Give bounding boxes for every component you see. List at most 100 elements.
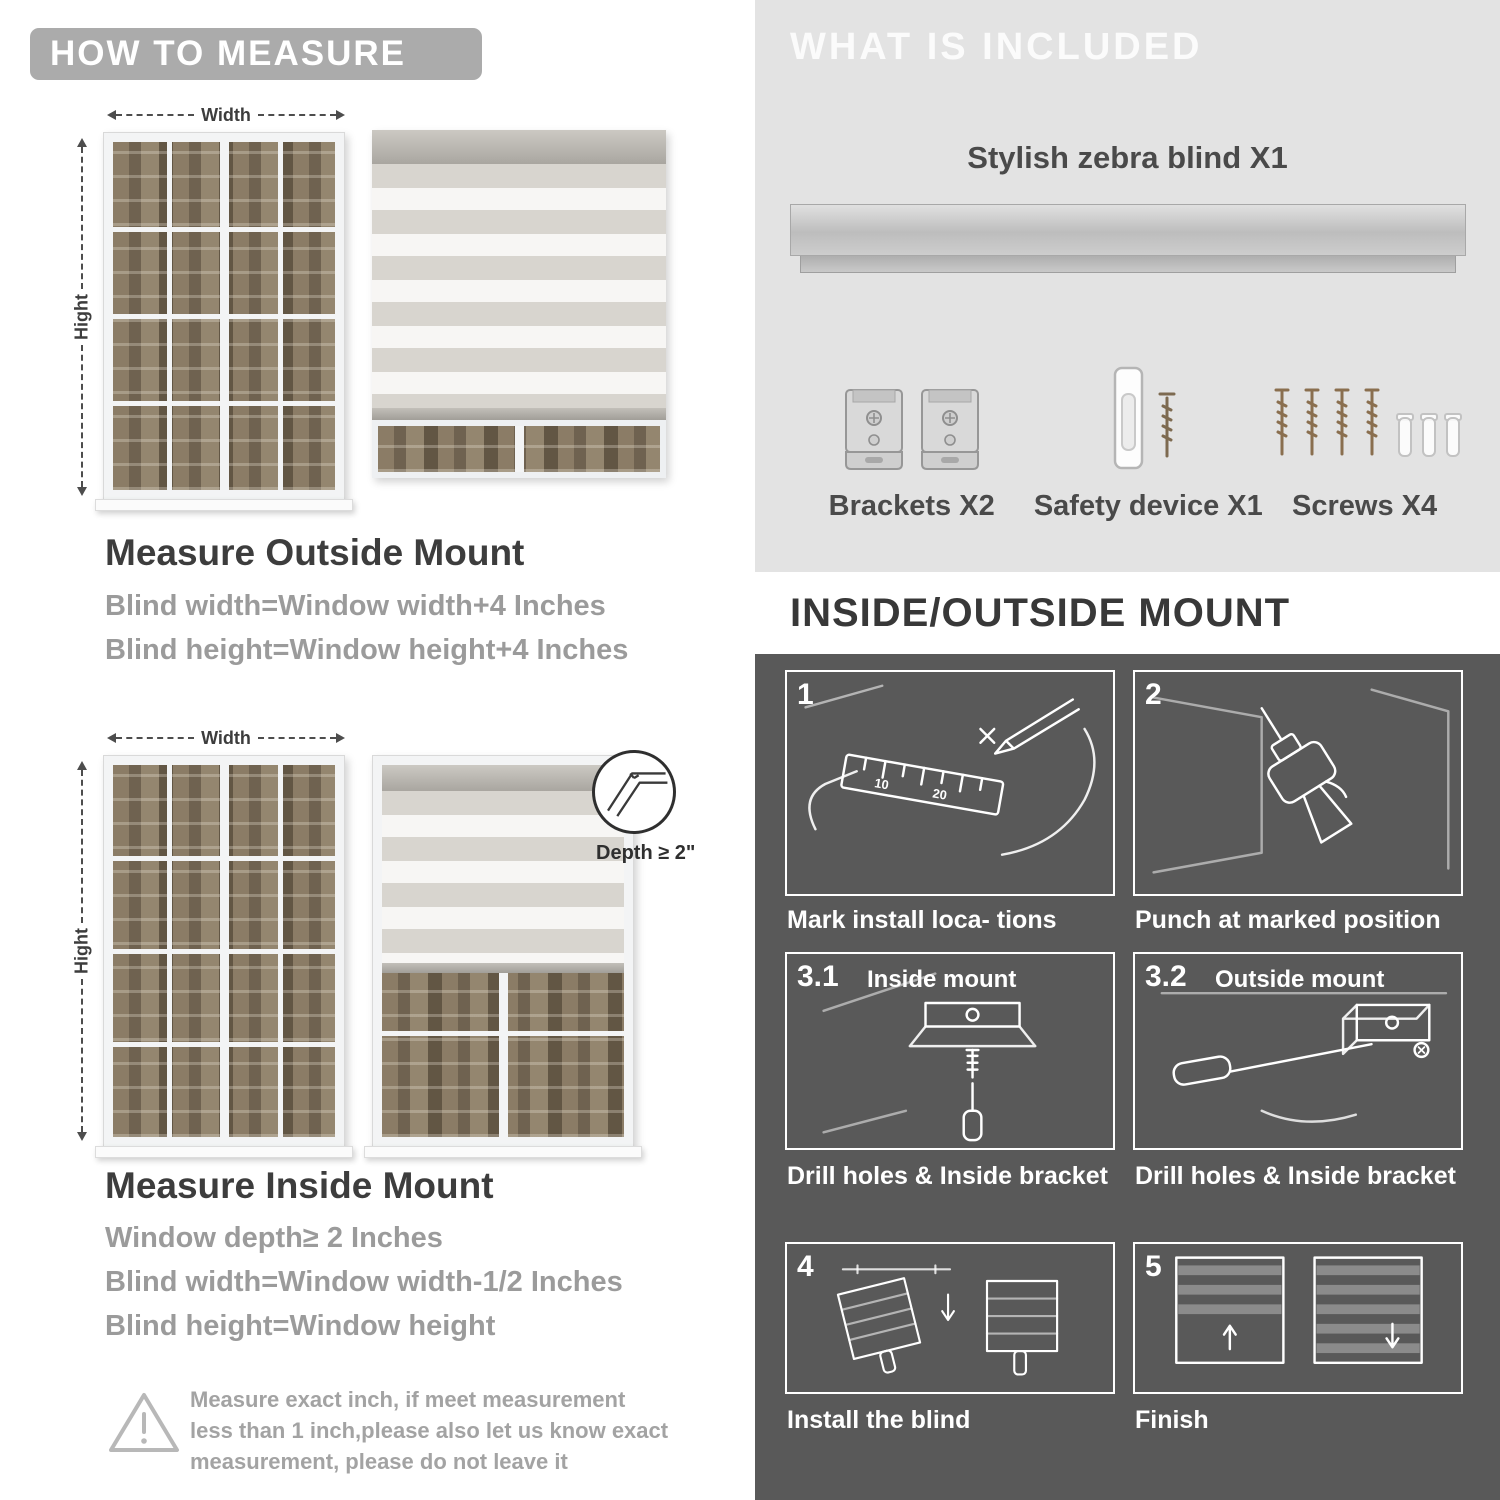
arrow-up-icon bbox=[77, 138, 87, 147]
arrow-left-icon bbox=[107, 110, 116, 120]
arrow-up-icon bbox=[77, 761, 87, 770]
left-panel: HOW TO MEASURE Width Hight bbox=[30, 28, 696, 1474]
wall-corner-icon bbox=[607, 772, 668, 817]
window-mullion bbox=[113, 1042, 335, 1047]
step-number: 5 bbox=[1145, 1250, 1162, 1283]
step-1-caption: Mark install loca- tions bbox=[787, 906, 1057, 934]
warning-triangle-icon bbox=[109, 1393, 179, 1452]
window-glass bbox=[113, 142, 335, 490]
window-sill bbox=[364, 1146, 642, 1158]
blind-cassette bbox=[372, 130, 666, 164]
step-inner-label: Inside mount bbox=[867, 966, 1017, 993]
dashed-line bbox=[116, 737, 195, 739]
height-label: Hight bbox=[71, 928, 92, 974]
blind-stripes bbox=[372, 164, 666, 408]
install-blind-illustration bbox=[836, 1264, 1059, 1376]
bracket-icon bbox=[920, 389, 979, 470]
ruler-mark-10: 10 bbox=[873, 775, 890, 792]
headrail-top bbox=[790, 204, 1466, 256]
window-mullion bbox=[113, 856, 335, 861]
width-label: Width bbox=[201, 104, 251, 125]
height-label-wrap: Hight bbox=[71, 289, 92, 345]
step-4-caption: Install the blind bbox=[787, 1406, 971, 1434]
step-panel-4: 4 bbox=[785, 1242, 1115, 1394]
step-3-2-caption: Drill holes & Inside bracket bbox=[1135, 1162, 1456, 1190]
step-panel-1: 1 10 20 bbox=[785, 670, 1115, 896]
window-sill bbox=[95, 499, 353, 511]
right-panel: WHAT IS INCLUDED Stylish zebra blind X1 bbox=[755, 0, 1500, 1500]
screws-label: Screws X4 bbox=[1292, 490, 1438, 522]
brackets-icon-zone bbox=[843, 338, 981, 476]
step-number: 2 bbox=[1145, 678, 1162, 711]
product-title: Stylish zebra blind X1 bbox=[967, 140, 1288, 175]
width-label: Width bbox=[201, 727, 251, 748]
window-mullion bbox=[113, 314, 335, 319]
blind-bottom-rail bbox=[372, 408, 666, 420]
depth-callout-label: Depth ≥ 2" bbox=[596, 842, 696, 864]
inside-outside-mount-title: INSIDE/OUTSIDE MOUNT bbox=[790, 590, 1291, 635]
inside-mount-line-3: Blind height=Window height bbox=[105, 1310, 496, 1342]
dashed-line bbox=[257, 737, 337, 739]
dashed-line bbox=[116, 114, 195, 116]
depth-callout-circle bbox=[592, 750, 676, 834]
screws-icon-zone bbox=[1267, 338, 1463, 476]
window-mullion bbox=[382, 1030, 624, 1036]
window-mullion bbox=[113, 401, 335, 406]
dashed-line bbox=[81, 770, 83, 923]
safety-device-icon-zone bbox=[1093, 338, 1203, 476]
window-photo-inside bbox=[95, 755, 353, 1158]
inside-bracket-illustration bbox=[822, 972, 1037, 1142]
blind-cassette bbox=[382, 765, 624, 791]
dashed-line bbox=[81, 345, 83, 487]
arrow-down-icon bbox=[77, 487, 87, 496]
window-mullion bbox=[113, 227, 335, 232]
inside-mount-title: Measure Inside Mount bbox=[105, 1165, 494, 1206]
outside-mount-line-1: Blind width=Window width+4 Inches bbox=[105, 590, 606, 622]
what-is-included-header: WHAT IS INCLUDED bbox=[790, 26, 1203, 68]
arrow-left-icon bbox=[107, 733, 116, 743]
width-arrow-inside: Width bbox=[107, 728, 346, 748]
arrow-right-icon bbox=[336, 110, 346, 120]
brackets-label: Brackets X2 bbox=[828, 490, 995, 522]
bracket-icon bbox=[844, 389, 903, 470]
arrow-right-icon bbox=[336, 733, 346, 743]
window-mullion bbox=[515, 426, 524, 472]
step-panel-5: 5 bbox=[1133, 1242, 1463, 1394]
window-glass bbox=[382, 765, 624, 1137]
what-is-included-section bbox=[755, 0, 1500, 572]
inside-outside-mount-header: INSIDE/OUTSIDE MOUNT bbox=[755, 572, 1500, 654]
inside-mount-line-1: Window depth≥ 2 Inches bbox=[105, 1222, 443, 1254]
included-item-screws: Screws X4 bbox=[1263, 338, 1466, 523]
step-5-caption: Finish bbox=[1135, 1406, 1209, 1434]
mark-locations-illustration: 10 20 bbox=[804, 684, 1096, 856]
zebra-blind-inside-figure bbox=[364, 755, 642, 1158]
zebra-blind-outside-figure bbox=[372, 130, 666, 478]
how-to-measure-label: HOW TO MEASURE bbox=[50, 34, 406, 73]
step-panel-3-2: 3.2 Outside mount bbox=[1133, 952, 1463, 1150]
step-panel-3-1: 3.1 Inside mount bbox=[785, 952, 1115, 1150]
blind-inside-overlay bbox=[382, 765, 624, 974]
dashed-line bbox=[81, 979, 83, 1132]
step-inner-label: Outside mount bbox=[1215, 966, 1385, 993]
included-item-brackets: Brackets X2 bbox=[790, 338, 1033, 523]
safety-device-label: Safety device X1 bbox=[1033, 490, 1263, 522]
height-label: Hight bbox=[71, 294, 92, 340]
step-number: 4 bbox=[797, 1250, 814, 1283]
outside-mount-line-2: Blind height=Window height+4 Inches bbox=[105, 634, 629, 666]
dashed-line bbox=[257, 114, 337, 116]
ruler-mark-20: 20 bbox=[931, 785, 948, 802]
included-items-row: Brackets X2 Safety device X1 bbox=[790, 338, 1466, 523]
arrow-down-icon bbox=[77, 1132, 87, 1141]
height-arrow-outside: Hight bbox=[71, 138, 92, 496]
safety-device-icon bbox=[1114, 366, 1176, 470]
drill-illustration bbox=[1152, 688, 1450, 874]
headrail-lip bbox=[800, 256, 1456, 273]
step-number: 1 bbox=[797, 678, 814, 711]
finish-illustration bbox=[1175, 1256, 1423, 1365]
step-number: 3.1 bbox=[797, 960, 839, 993]
included-item-safety-device: Safety device X1 bbox=[1033, 338, 1263, 523]
inside-mount-line-2: Blind width=Window width-1/2 Inches bbox=[105, 1266, 623, 1298]
window-photo-outside bbox=[95, 132, 353, 511]
window-below-blind bbox=[372, 420, 666, 478]
step-3-1-caption: Drill holes & Inside bracket bbox=[787, 1162, 1108, 1190]
